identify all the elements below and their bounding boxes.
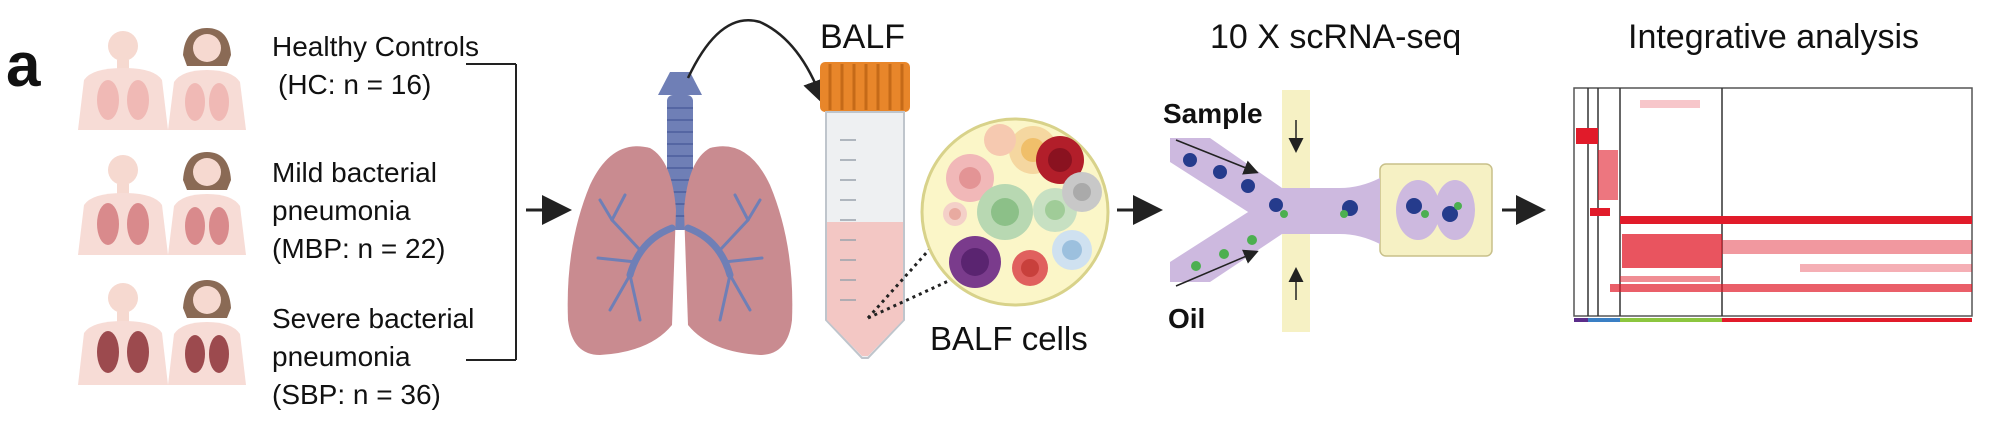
human-figure-healthy-female-icon	[168, 28, 246, 130]
group-mild-line1: Mild bacterial	[272, 157, 437, 188]
arrow-to-balf-tube	[686, 19, 827, 105]
heatmap-icon	[1573, 87, 1973, 322]
scrnaseq-title: 10 X scRNA-seq	[1210, 18, 1462, 56]
sample-label: Sample	[1163, 98, 1263, 129]
lungs-icon	[567, 72, 793, 355]
group-healthy-label: Healthy Controls (HC: n = 16)	[272, 28, 479, 104]
group-severe-label: Severe bacterial pneumonia (SBP: n = 36)	[272, 300, 474, 414]
group-severe-line3: (SBP: n = 36)	[272, 379, 441, 410]
balf-tube-icon	[820, 62, 910, 359]
group-healthy-line2: (HC: n = 16)	[278, 69, 432, 100]
group-severe-line2: pneumonia	[272, 341, 411, 372]
human-figure-severe-male-icon	[78, 283, 168, 385]
human-figure-severe-female-icon	[168, 280, 246, 385]
group-mild-line3: (MBP: n = 22)	[272, 233, 446, 264]
group-mild-label: Mild bacterial pneumonia (MBP: n = 22)	[272, 154, 446, 268]
balf-title: BALF	[820, 18, 906, 56]
group-healthy-line1: Healthy Controls	[272, 31, 479, 62]
human-figure-healthy-male-icon	[78, 31, 168, 130]
human-figure-mild-female-icon	[168, 152, 246, 255]
microfluidic-chip-icon	[1170, 90, 1493, 332]
balf-cells-label: BALF cells	[930, 320, 1088, 357]
human-figure-mild-male-icon	[78, 155, 168, 255]
balf-cells-circle-icon	[920, 117, 1110, 307]
group-mild-line2: pneumonia	[272, 195, 411, 226]
panel-label: a	[6, 31, 41, 100]
oil-label: Oil	[1168, 303, 1206, 334]
group-severe-line1: Severe bacterial	[272, 303, 475, 334]
integrative-title: Integrative analysis	[1628, 18, 1920, 56]
group-bracket	[466, 63, 517, 361]
